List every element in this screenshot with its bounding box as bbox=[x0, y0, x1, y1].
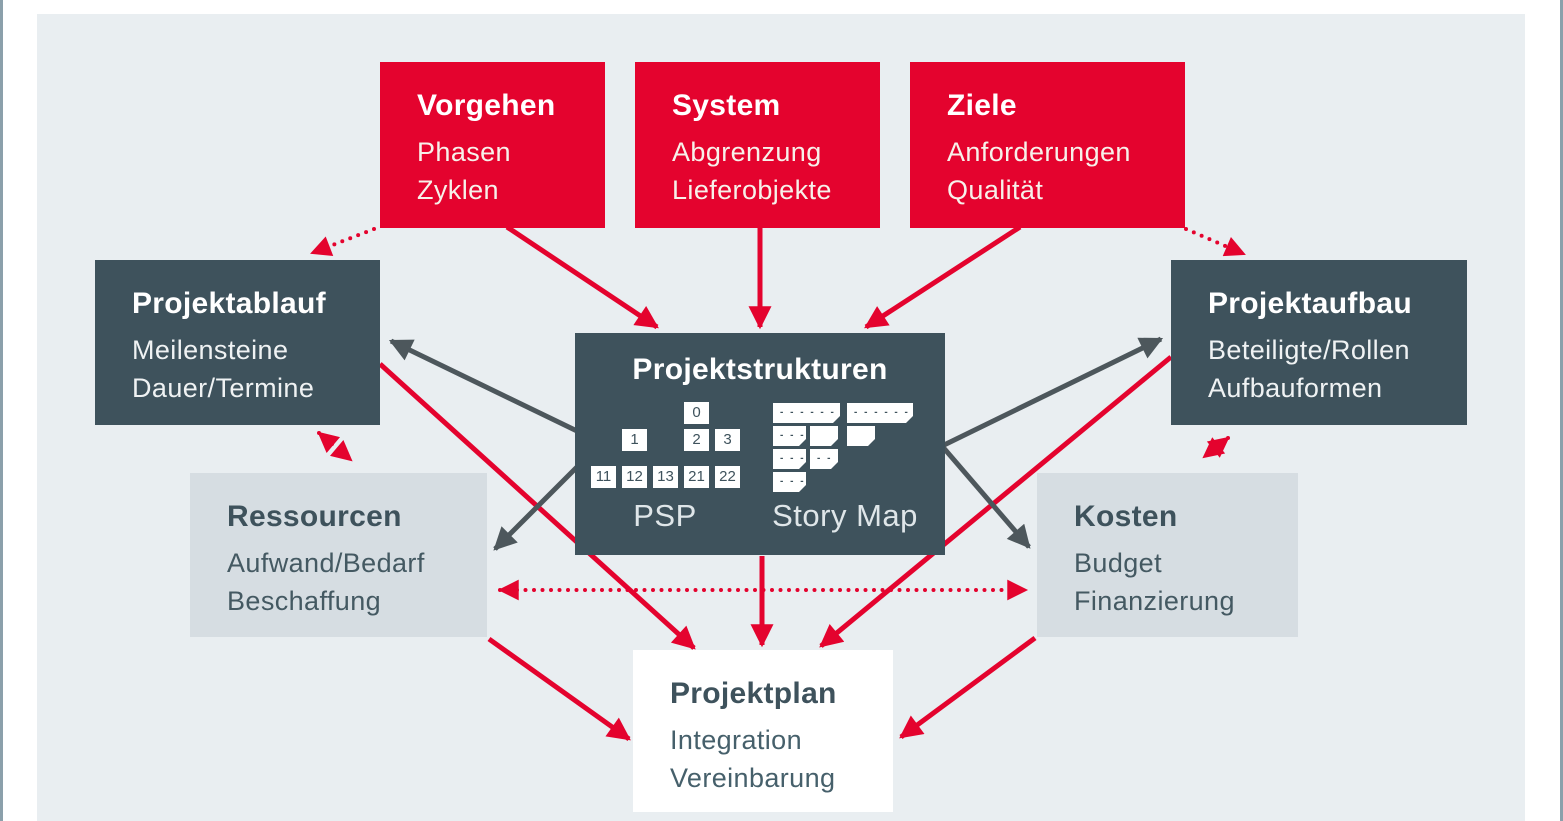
storymap-card: - - - bbox=[773, 426, 806, 446]
box-ressourcen: Ressourcen Aufwand/Bedarf Beschaffung bbox=[190, 473, 487, 637]
storymap-card: - - - bbox=[773, 472, 806, 492]
box-kosten-line2: Finanzierung bbox=[1074, 586, 1235, 616]
psp-node-22: 22 bbox=[715, 466, 740, 488]
psp-node-21: 21 bbox=[684, 466, 709, 488]
psp-node-13: 13 bbox=[653, 466, 678, 488]
box-system: System Abgrenzung Lieferobjekte bbox=[635, 62, 880, 228]
box-projektplan-title: Projektplan bbox=[670, 677, 837, 710]
box-ziele-line2: Qualität bbox=[947, 175, 1044, 205]
psp-node-1: 1 bbox=[622, 429, 647, 451]
box-projektaufbau-line2: Aufbauformen bbox=[1208, 373, 1383, 403]
psp-node-0: 0 bbox=[684, 402, 709, 424]
box-vorgehen-line1: Phasen bbox=[417, 137, 511, 167]
box-projektstrukturen: Projektstrukturen 0 1 2 3 11 12 13 21 22… bbox=[575, 333, 945, 555]
storymap-card-blank bbox=[810, 426, 838, 446]
storymap-card-wide-2: - - - - - - bbox=[847, 403, 913, 423]
storymap-card-wide-1: - - - - - - bbox=[773, 403, 840, 423]
box-projektablauf-line1: Meilensteine bbox=[132, 335, 289, 365]
box-projektablauf-line2: Dauer/Termine bbox=[132, 373, 315, 403]
box-projektablauf: Projektablauf Meilensteine Dauer/Termine bbox=[95, 260, 380, 425]
box-kosten-title: Kosten bbox=[1074, 500, 1178, 533]
box-system-line2: Lieferobjekte bbox=[672, 175, 832, 205]
box-projektaufbau: Projektaufbau Beteiligte/Rollen Aufbaufo… bbox=[1171, 260, 1467, 425]
box-kosten: Kosten Budget Finanzierung bbox=[1037, 473, 1298, 637]
box-ressourcen-title: Ressourcen bbox=[227, 500, 402, 533]
storymap-card: - - - bbox=[810, 449, 838, 469]
box-kosten-line1: Budget bbox=[1074, 548, 1162, 578]
psp-label: PSP bbox=[633, 498, 697, 533]
box-ziele-title: Ziele bbox=[947, 89, 1017, 122]
psp-node-3: 3 bbox=[715, 429, 740, 451]
box-vorgehen-title: Vorgehen bbox=[417, 89, 556, 122]
psp-node-12: 12 bbox=[622, 466, 647, 488]
box-projektablauf-title: Projektablauf bbox=[132, 287, 326, 320]
box-vorgehen-line2: Zyklen bbox=[417, 175, 499, 205]
box-projektaufbau-line1: Beteiligte/Rollen bbox=[1208, 335, 1410, 365]
page-border-right bbox=[1560, 0, 1563, 821]
box-projektplan: Projektplan Integration Vereinbarung bbox=[633, 650, 893, 812]
box-ziele: Ziele Anforderungen Qualität bbox=[910, 62, 1185, 228]
box-projektaufbau-title: Projektaufbau bbox=[1208, 287, 1412, 320]
box-ressourcen-line2: Beschaffung bbox=[227, 586, 382, 616]
psp-node-11: 11 bbox=[591, 466, 616, 488]
box-projektplan-line1: Integration bbox=[670, 725, 802, 755]
box-ziele-line1: Anforderungen bbox=[947, 137, 1131, 167]
storymap-label: Story Map bbox=[772, 498, 918, 533]
storymap-card-blank bbox=[847, 426, 875, 446]
psp-node-2: 2 bbox=[684, 429, 709, 451]
storymap-card: - - - bbox=[773, 449, 806, 469]
box-vorgehen: Vorgehen Phasen Zyklen bbox=[380, 62, 605, 228]
box-projektplan-line2: Vereinbarung bbox=[670, 763, 836, 793]
page-border-left bbox=[0, 0, 3, 821]
box-system-line1: Abgrenzung bbox=[672, 137, 822, 167]
box-system-title: System bbox=[672, 89, 781, 122]
box-ressourcen-line1: Aufwand/Bedarf bbox=[227, 548, 425, 578]
box-projektstrukturen-title: Projektstrukturen bbox=[632, 353, 888, 386]
